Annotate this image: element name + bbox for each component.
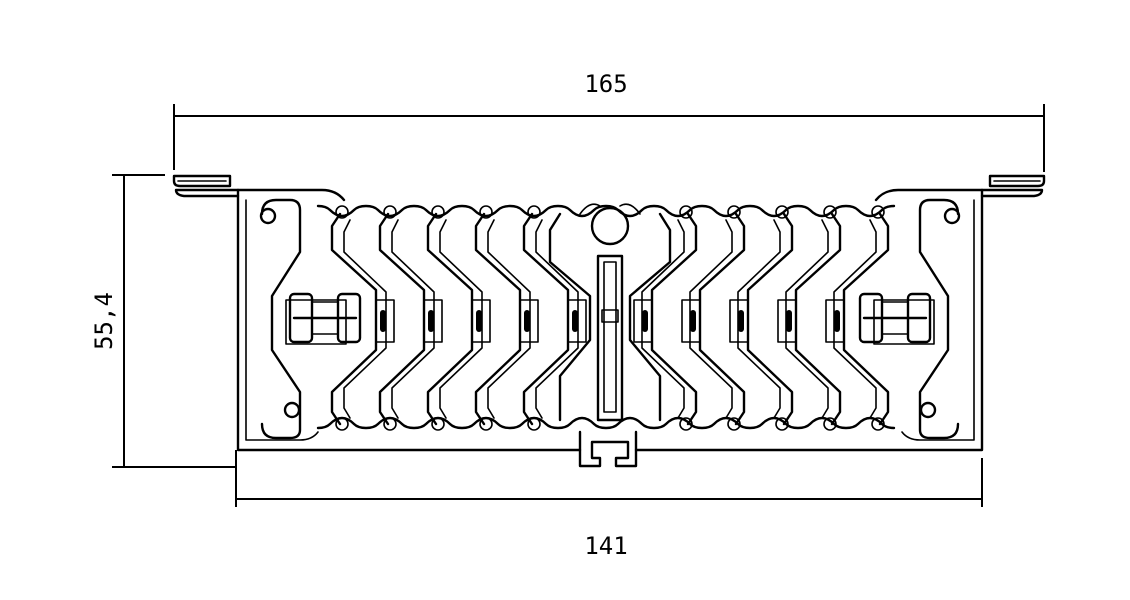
hook-top <box>479 205 493 219</box>
slider-block <box>825 299 845 343</box>
outer-profile <box>172 174 1046 468</box>
slider-block <box>471 299 491 343</box>
slider-pin <box>476 310 482 332</box>
hook-top <box>335 205 349 219</box>
lamella-right-inner <box>641 219 685 419</box>
right-end-chamber <box>873 198 961 440</box>
base-width-dimension: 141 <box>235 450 983 560</box>
hook-bottom <box>727 417 741 431</box>
slider-block <box>375 299 395 343</box>
slider-pin <box>834 310 840 332</box>
overall-width-label: 165 <box>584 70 627 98</box>
height-label: 55,4 <box>90 292 118 350</box>
lamellae-group <box>330 205 890 431</box>
slider-block <box>519 299 539 343</box>
bottom-scalloped-skin <box>316 416 896 430</box>
hook-top <box>775 205 789 219</box>
lamella-left-inner <box>535 219 579 419</box>
lamella-center-left <box>548 212 592 422</box>
hook-bottom <box>871 417 885 431</box>
slider-block <box>567 299 587 343</box>
overall-width-dimension: 165 <box>173 70 1045 172</box>
hook-bottom <box>823 417 837 431</box>
slider-pin <box>428 310 434 332</box>
slider-pin <box>524 310 530 332</box>
left-roller <box>288 292 362 344</box>
hook-top <box>823 205 837 219</box>
slider-block <box>681 299 701 343</box>
slider-block <box>729 299 749 343</box>
hook-top <box>679 205 693 219</box>
slider-block <box>423 299 443 343</box>
hook-top <box>431 205 445 219</box>
hook-top <box>383 205 397 219</box>
right-roller <box>858 292 932 344</box>
slider-block <box>777 299 797 343</box>
hook-top <box>527 205 541 219</box>
hook-top <box>727 205 741 219</box>
hook-bottom <box>679 417 693 431</box>
lamella-center-right <box>628 212 672 422</box>
left-end-chamber <box>259 198 347 440</box>
slider-block <box>633 299 653 343</box>
hook-bottom <box>775 417 789 431</box>
slider-pin <box>380 310 386 332</box>
base-width-label: 141 <box>584 532 627 560</box>
slider-pin <box>642 310 648 332</box>
slider-pin <box>572 310 578 332</box>
top-scalloped-skin <box>316 204 896 218</box>
slider-pin <box>690 310 696 332</box>
slider-pin <box>786 310 792 332</box>
slider-pin <box>738 310 744 332</box>
height-dimension: 55,4 <box>90 174 235 468</box>
hook-top <box>871 205 885 219</box>
